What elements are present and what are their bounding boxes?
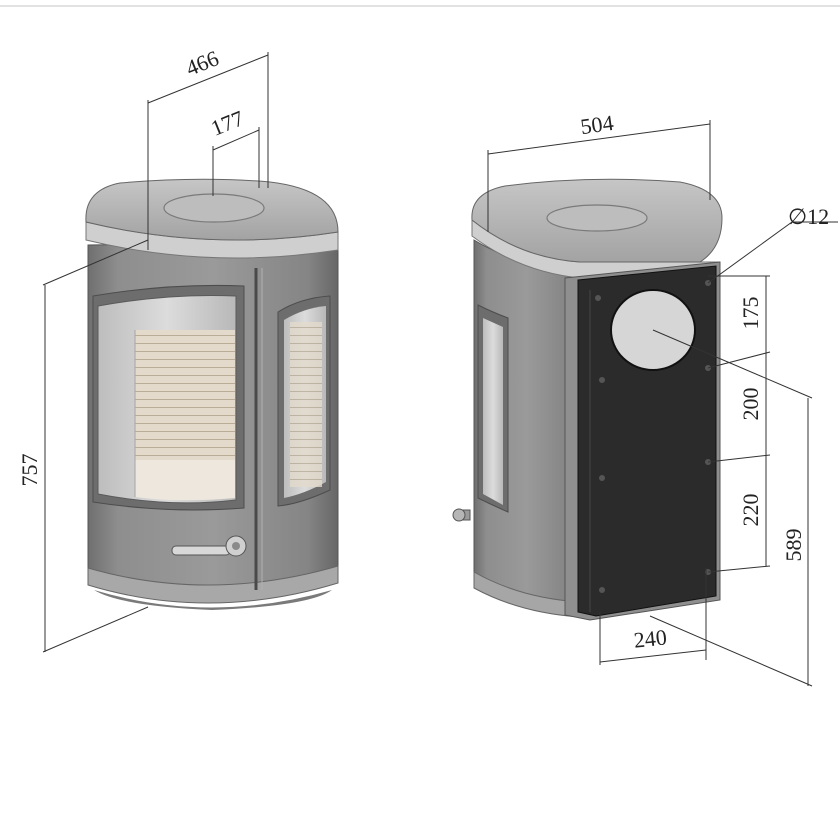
dim-spacing-top: 175: [738, 297, 763, 330]
dim-spacing-bottom: 220: [738, 494, 763, 527]
firebrick-back: [135, 330, 235, 460]
door-handle: [171, 545, 231, 556]
dim-plate-width: 240: [632, 624, 667, 652]
front-stove-lid: [163, 193, 265, 223]
front-stove: [85, 178, 339, 610]
dim-connection-height: 589: [781, 529, 806, 562]
dim-height-front: 757: [17, 454, 42, 487]
dim-diameter: ∅12: [788, 204, 829, 229]
rear-stove: [452, 178, 723, 621]
rear-stove-lid: [546, 204, 648, 232]
front-stove-base: [87, 565, 339, 604]
rear-dimensions: 504 ∅12 175 200 220 589 240: [487, 110, 838, 687]
dim-spacing-mid: 200: [738, 388, 763, 421]
dim-width-rear: 504: [579, 110, 615, 139]
dim-flue-front: 177: [207, 105, 247, 141]
